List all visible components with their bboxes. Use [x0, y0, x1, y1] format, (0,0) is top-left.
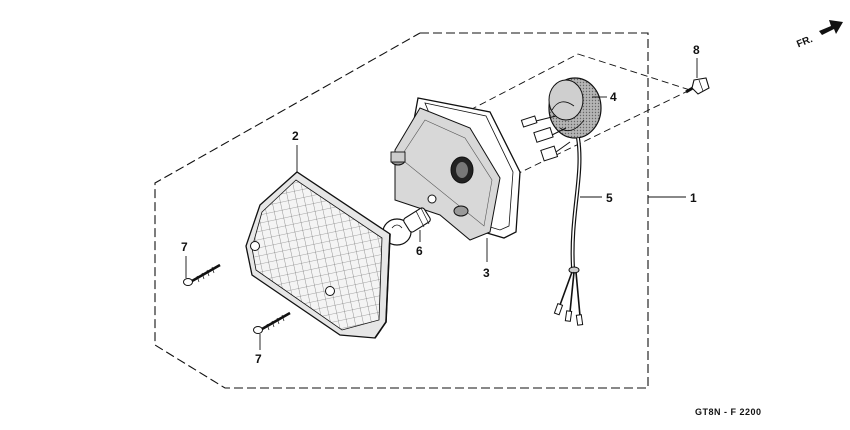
callout-screw-upper: 7	[181, 240, 188, 254]
callout-housing: 3	[483, 266, 490, 280]
callout-screw-lower: 7	[255, 352, 262, 366]
callout-socket: 4	[610, 90, 617, 104]
projection-lines	[469, 53, 691, 176]
front-direction-indicator: FR.	[795, 20, 843, 50]
callout-assembly: 1	[690, 191, 697, 205]
front-label: FR.	[795, 34, 814, 50]
drawing-code: GT8N - F 2200	[695, 407, 762, 417]
mounting-bolt	[685, 77, 710, 95]
callout-lens: 2	[292, 129, 299, 143]
leader-lines	[185, 58, 698, 350]
callout-bolt: 8	[693, 43, 700, 57]
callout-harness: 5	[606, 191, 613, 205]
bulb	[382, 194, 437, 246]
callout-bulb: 6	[416, 244, 423, 258]
bulb-socket	[520, 77, 602, 162]
assembly-boundary	[154, 32, 649, 389]
screw-lower	[253, 311, 291, 334]
wire-harness	[553, 137, 584, 326]
screw-upper	[183, 263, 221, 286]
tail-light-lens	[245, 171, 391, 339]
arrow-right-icon	[819, 20, 843, 35]
tail-light-housing	[390, 97, 521, 241]
